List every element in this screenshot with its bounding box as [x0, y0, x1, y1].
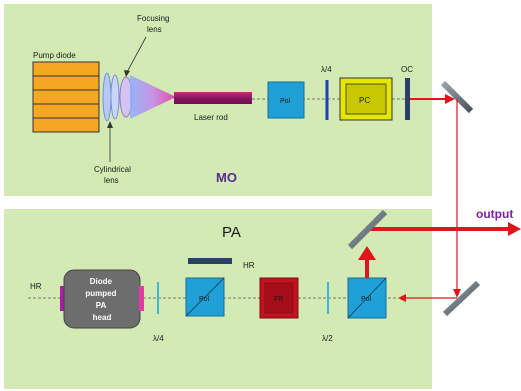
cylindrical-lens-pointer-head — [107, 121, 113, 128]
mo-polarizer-label: Pol — [280, 98, 291, 105]
laser-rod-label: Laser rod — [194, 113, 228, 122]
output-coupler — [405, 78, 410, 120]
pump-diode — [32, 61, 100, 133]
output-fold-mirror — [347, 209, 388, 250]
faraday-rotator-inner — [264, 282, 294, 314]
pa-polarizer-left — [185, 277, 225, 317]
faraday-rotator-label: FR — [274, 296, 283, 303]
pa-hr-mirror — [188, 258, 232, 264]
cylindrical-lens-label: Cylindrical lens — [94, 165, 133, 185]
focusing-lens-pointer — [125, 36, 147, 75]
pa-title: PA — [222, 224, 241, 241]
pa-half-wave-label: λ/2 — [322, 334, 333, 343]
laser-rod — [174, 92, 252, 104]
cylindrical-lens — [102, 72, 120, 122]
mo-title: MO — [216, 170, 237, 185]
pa-polarizer-left-label: Pol — [199, 296, 210, 303]
mo-polarizer — [267, 81, 305, 119]
output-label: output — [476, 207, 513, 221]
pa-hr-left-mirror — [60, 286, 65, 311]
mirror-top — [440, 80, 474, 114]
mo-quarter-wave-label: λ/4 — [321, 65, 332, 74]
pa-quarter-wave-label: λ/4 — [153, 334, 164, 343]
pa-head-label: Diode pumped PA head — [85, 277, 118, 322]
pa-hr-mirror-label: HR — [243, 261, 255, 270]
beam-up-arrow — [358, 246, 376, 260]
pa-hr-left-label: HR — [30, 282, 42, 291]
pump-diode-label: Pump diode — [33, 51, 76, 60]
beam-down-arrow — [453, 289, 461, 298]
output-coupler-label: OC — [401, 65, 413, 74]
pa-head-right-window — [139, 286, 144, 311]
pa-polarizer-right-label: Pol — [361, 296, 372, 303]
beam-oc-arrow — [445, 94, 455, 104]
output-arrow — [508, 222, 521, 236]
pockels-cell-inner — [345, 83, 387, 115]
focusing-lens-label: Focusing lens — [137, 14, 172, 34]
pump-beam-cone — [130, 75, 176, 119]
focusing-lens-pointer-head — [124, 70, 130, 77]
mirror-bottom — [442, 280, 481, 317]
pockels-cell-label: PC — [359, 96, 370, 105]
beam-left-arrow — [398, 294, 406, 302]
